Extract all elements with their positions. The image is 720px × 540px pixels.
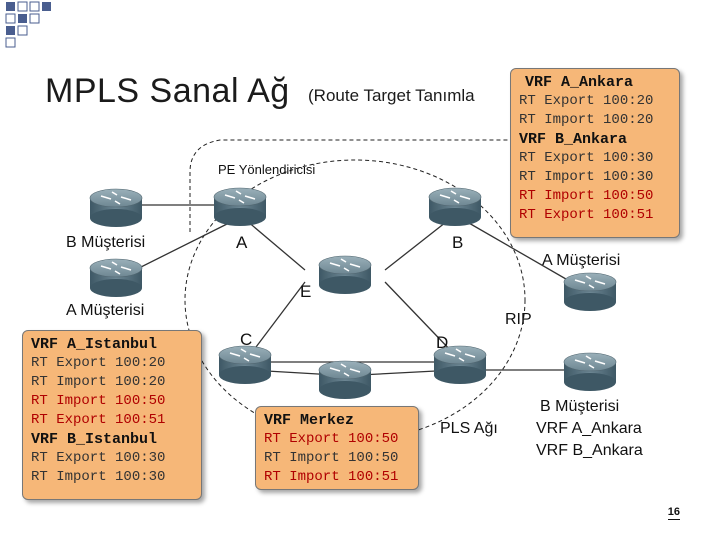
vrf-merkez-header: VRF Merkez — [264, 412, 355, 429]
vrf-rt-row: RT Import 100:20 — [31, 374, 166, 390]
customer-b-right-vrf1: VRF A_Ankara — [536, 420, 642, 437]
page-number: 16 — [667, 506, 680, 520]
node-a-label: A — [236, 233, 248, 252]
vrf-istanbul-box: VRF A_Istanbul RT Export 100:20 RT Impor… — [22, 330, 202, 500]
customer-b-right-vrf2: VRF B_Ankara — [536, 442, 643, 459]
vrf-b-istanbul-header: VRF B_Istanbul — [31, 431, 158, 448]
vrf-rt-row: RT Import 100:50 — [31, 393, 166, 409]
vrf-rt-row: RT Export 100:20 — [519, 93, 654, 109]
router-icon — [318, 360, 372, 400]
vrf-rt-row: RT Export 100:51 — [519, 207, 654, 223]
vrf-ankara-box: VRF A_Ankara RT Export 100:20 RT Import … — [510, 68, 680, 238]
vrf-rt-row: RT Import 100:30 — [519, 169, 654, 185]
node-e-label: E — [300, 282, 312, 301]
page-title: MPLS Sanal Ağ — [45, 72, 290, 110]
vrf-rt-row: RT Import 100:51 — [264, 469, 399, 485]
vrf-merkez-box: VRF Merkez RT Export 100:50 RT Import 10… — [255, 406, 419, 490]
vrf-rt-row: RT Import 100:20 — [519, 112, 654, 128]
vrf-b-ankara-header: VRF B_Ankara — [519, 131, 628, 148]
vrf-rt-row: RT Import 100:50 — [264, 450, 399, 466]
vrf-rt-row: RT Import 100:50 — [519, 188, 654, 204]
rip-label: RIP — [505, 311, 532, 328]
router-icon — [318, 255, 372, 295]
page-subtitle: (Route Target Tanımla — [308, 86, 475, 105]
vrf-rt-row: RT Export 100:51 — [31, 412, 166, 428]
mpls-cloud — [184, 159, 526, 441]
vrf-rt-row: RT Export 100:50 — [264, 431, 399, 447]
router-icon — [213, 187, 267, 227]
node-d-label: D — [436, 333, 449, 352]
router-icon — [563, 352, 617, 392]
customer-a-right-label: A Müşterisi — [542, 252, 621, 269]
vrf-rt-row: RT Export 100:20 — [31, 355, 166, 371]
router-icon — [89, 188, 143, 228]
vrf-rt-row: RT Export 100:30 — [519, 150, 654, 166]
vrf-a-istanbul-header: VRF A_Istanbul — [31, 336, 158, 353]
router-icon — [89, 258, 143, 298]
vrf-rt-row: RT Import 100:30 — [31, 469, 166, 485]
vrf-rt-row: RT Export 100:30 — [31, 450, 166, 466]
vrf-a-ankara-header: VRF A_Ankara — [525, 74, 634, 91]
node-b-label: B — [452, 233, 464, 252]
customer-a-left-label: A Müşterisi — [66, 302, 145, 319]
pe-boundary — [189, 139, 535, 232]
node-c-label: C — [240, 330, 253, 349]
pe-label: PE Yönlendiricisi — [218, 162, 316, 177]
router-icon — [218, 345, 272, 385]
router-icon — [563, 272, 617, 312]
customer-b-right-label: B Müşterisi — [540, 398, 620, 415]
router-icon — [428, 187, 482, 227]
mpls-label: PLS Ağı — [440, 420, 498, 437]
customer-b-left-label: B Müşterisi — [66, 234, 146, 251]
decorative-squares — [5, 1, 51, 48]
